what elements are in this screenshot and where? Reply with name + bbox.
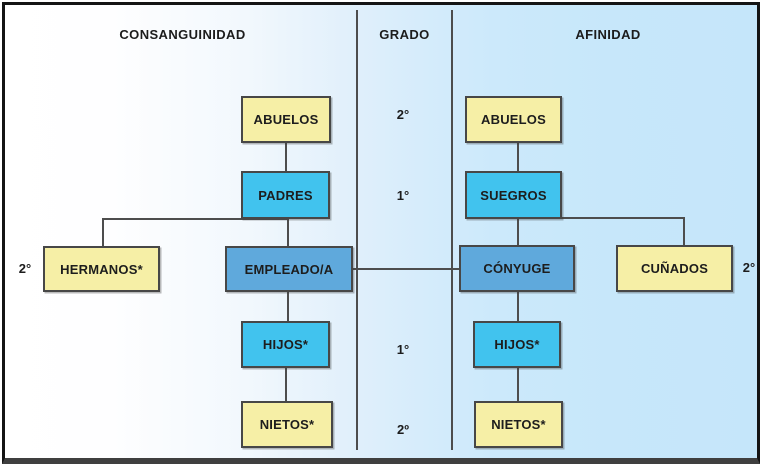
connector-conyuge-hijos	[517, 292, 519, 322]
node-nietos-afinidad: NIETOS*	[474, 401, 563, 448]
connector-empleado-hijos	[287, 292, 289, 322]
grado-label-hijos-row: 1°	[396, 342, 410, 357]
node-hijos-consanguinidad: HIJOS*	[241, 321, 330, 368]
column-header-grado: GRADO	[379, 27, 430, 42]
degree-label-hermanos: 2°	[18, 261, 32, 276]
node-hermanos: HERMANOS*	[43, 246, 160, 292]
connector-hermanos-horizontal	[102, 218, 289, 220]
node-suegros: SUEGROS	[465, 171, 562, 219]
grado-label-nietos-row: 2º	[397, 422, 409, 437]
grado-label-padres-row: 1°	[396, 188, 410, 203]
connector-abuelos-padres	[285, 142, 287, 173]
node-padres: PADRES	[241, 171, 330, 219]
column-header-afinidad: AFINIDAD	[575, 27, 641, 42]
node-nietos-consanguinidad: NIETOS*	[241, 401, 333, 448]
connector-abuelos-suegros	[517, 142, 519, 173]
node-conyuge: CÓNYUGE	[459, 245, 575, 292]
connector-cunados-vertical	[683, 217, 685, 245]
connector-hijos-nietos-afinidad	[517, 368, 519, 402]
grado-label-abuelos-row: 2°	[396, 107, 410, 122]
connector-empleado-conyuge	[351, 268, 459, 270]
divider-left-grado	[356, 10, 358, 450]
node-cunados: CUÑADOS	[616, 245, 733, 292]
node-empleado: EMPLEADO/A	[225, 246, 353, 292]
connector-padres-empleado	[287, 219, 289, 246]
degree-label-cunados: 2°	[742, 260, 756, 275]
node-hijos-afinidad: HIJOS*	[473, 321, 561, 368]
diagram-frame: CONSANGUINIDAD GRADO AFINIDAD ABUELOS PA…	[2, 2, 760, 464]
connector-hermanos-vertical	[102, 218, 104, 246]
connector-suegros-conyuge	[517, 217, 519, 245]
node-abuelos-afinidad: ABUELOS	[465, 96, 562, 143]
connector-hijos-nietos	[285, 368, 287, 402]
connector-cunados-horizontal	[561, 217, 685, 219]
node-abuelos-consanguinidad: ABUELOS	[241, 96, 331, 143]
divider-grado-right	[451, 10, 453, 450]
column-header-consanguinidad: CONSANGUINIDAD	[119, 27, 246, 42]
